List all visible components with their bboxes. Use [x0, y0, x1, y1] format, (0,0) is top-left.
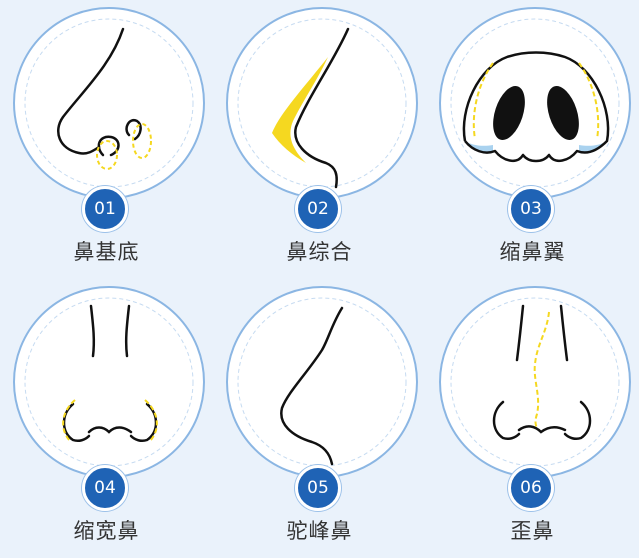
- nose-type-card-03: 03 缩鼻翼: [426, 0, 639, 279]
- nose-type-label-04: 缩宽鼻: [73, 519, 140, 543]
- nose-type-card-06: 06 歪鼻: [426, 279, 639, 558]
- nose-illustration-04: [11, 284, 207, 480]
- nose-type-label-03: 缩鼻翼: [499, 240, 566, 264]
- nose-illustration-03: [437, 5, 633, 201]
- nose-type-card-02: 02 鼻综合: [213, 0, 426, 279]
- nose-type-label-02: 鼻综合: [286, 240, 353, 264]
- nose-type-card-01: 01 鼻基底: [0, 0, 213, 279]
- number-badge-03: 03: [508, 186, 554, 232]
- nose-type-card-04: 04 缩宽鼻: [0, 279, 213, 558]
- number-badge-04: 04: [82, 465, 128, 511]
- number-badge-05: 05: [295, 465, 341, 511]
- nose-type-label-06: 歪鼻: [510, 519, 555, 543]
- number-badge-02: 02: [295, 186, 341, 232]
- number-badge-06: 06: [508, 465, 554, 511]
- number-badge-01: 01: [82, 186, 128, 232]
- nose-illustration-05: [224, 284, 420, 480]
- nose-illustration-02: [224, 5, 420, 201]
- nose-type-label-01: 鼻基底: [73, 240, 140, 264]
- nose-type-card-05: 05 驼峰鼻: [213, 279, 426, 558]
- nose-illustration-01: [11, 5, 207, 201]
- nose-type-label-05: 驼峰鼻: [286, 519, 353, 543]
- nose-illustration-06: [437, 284, 633, 480]
